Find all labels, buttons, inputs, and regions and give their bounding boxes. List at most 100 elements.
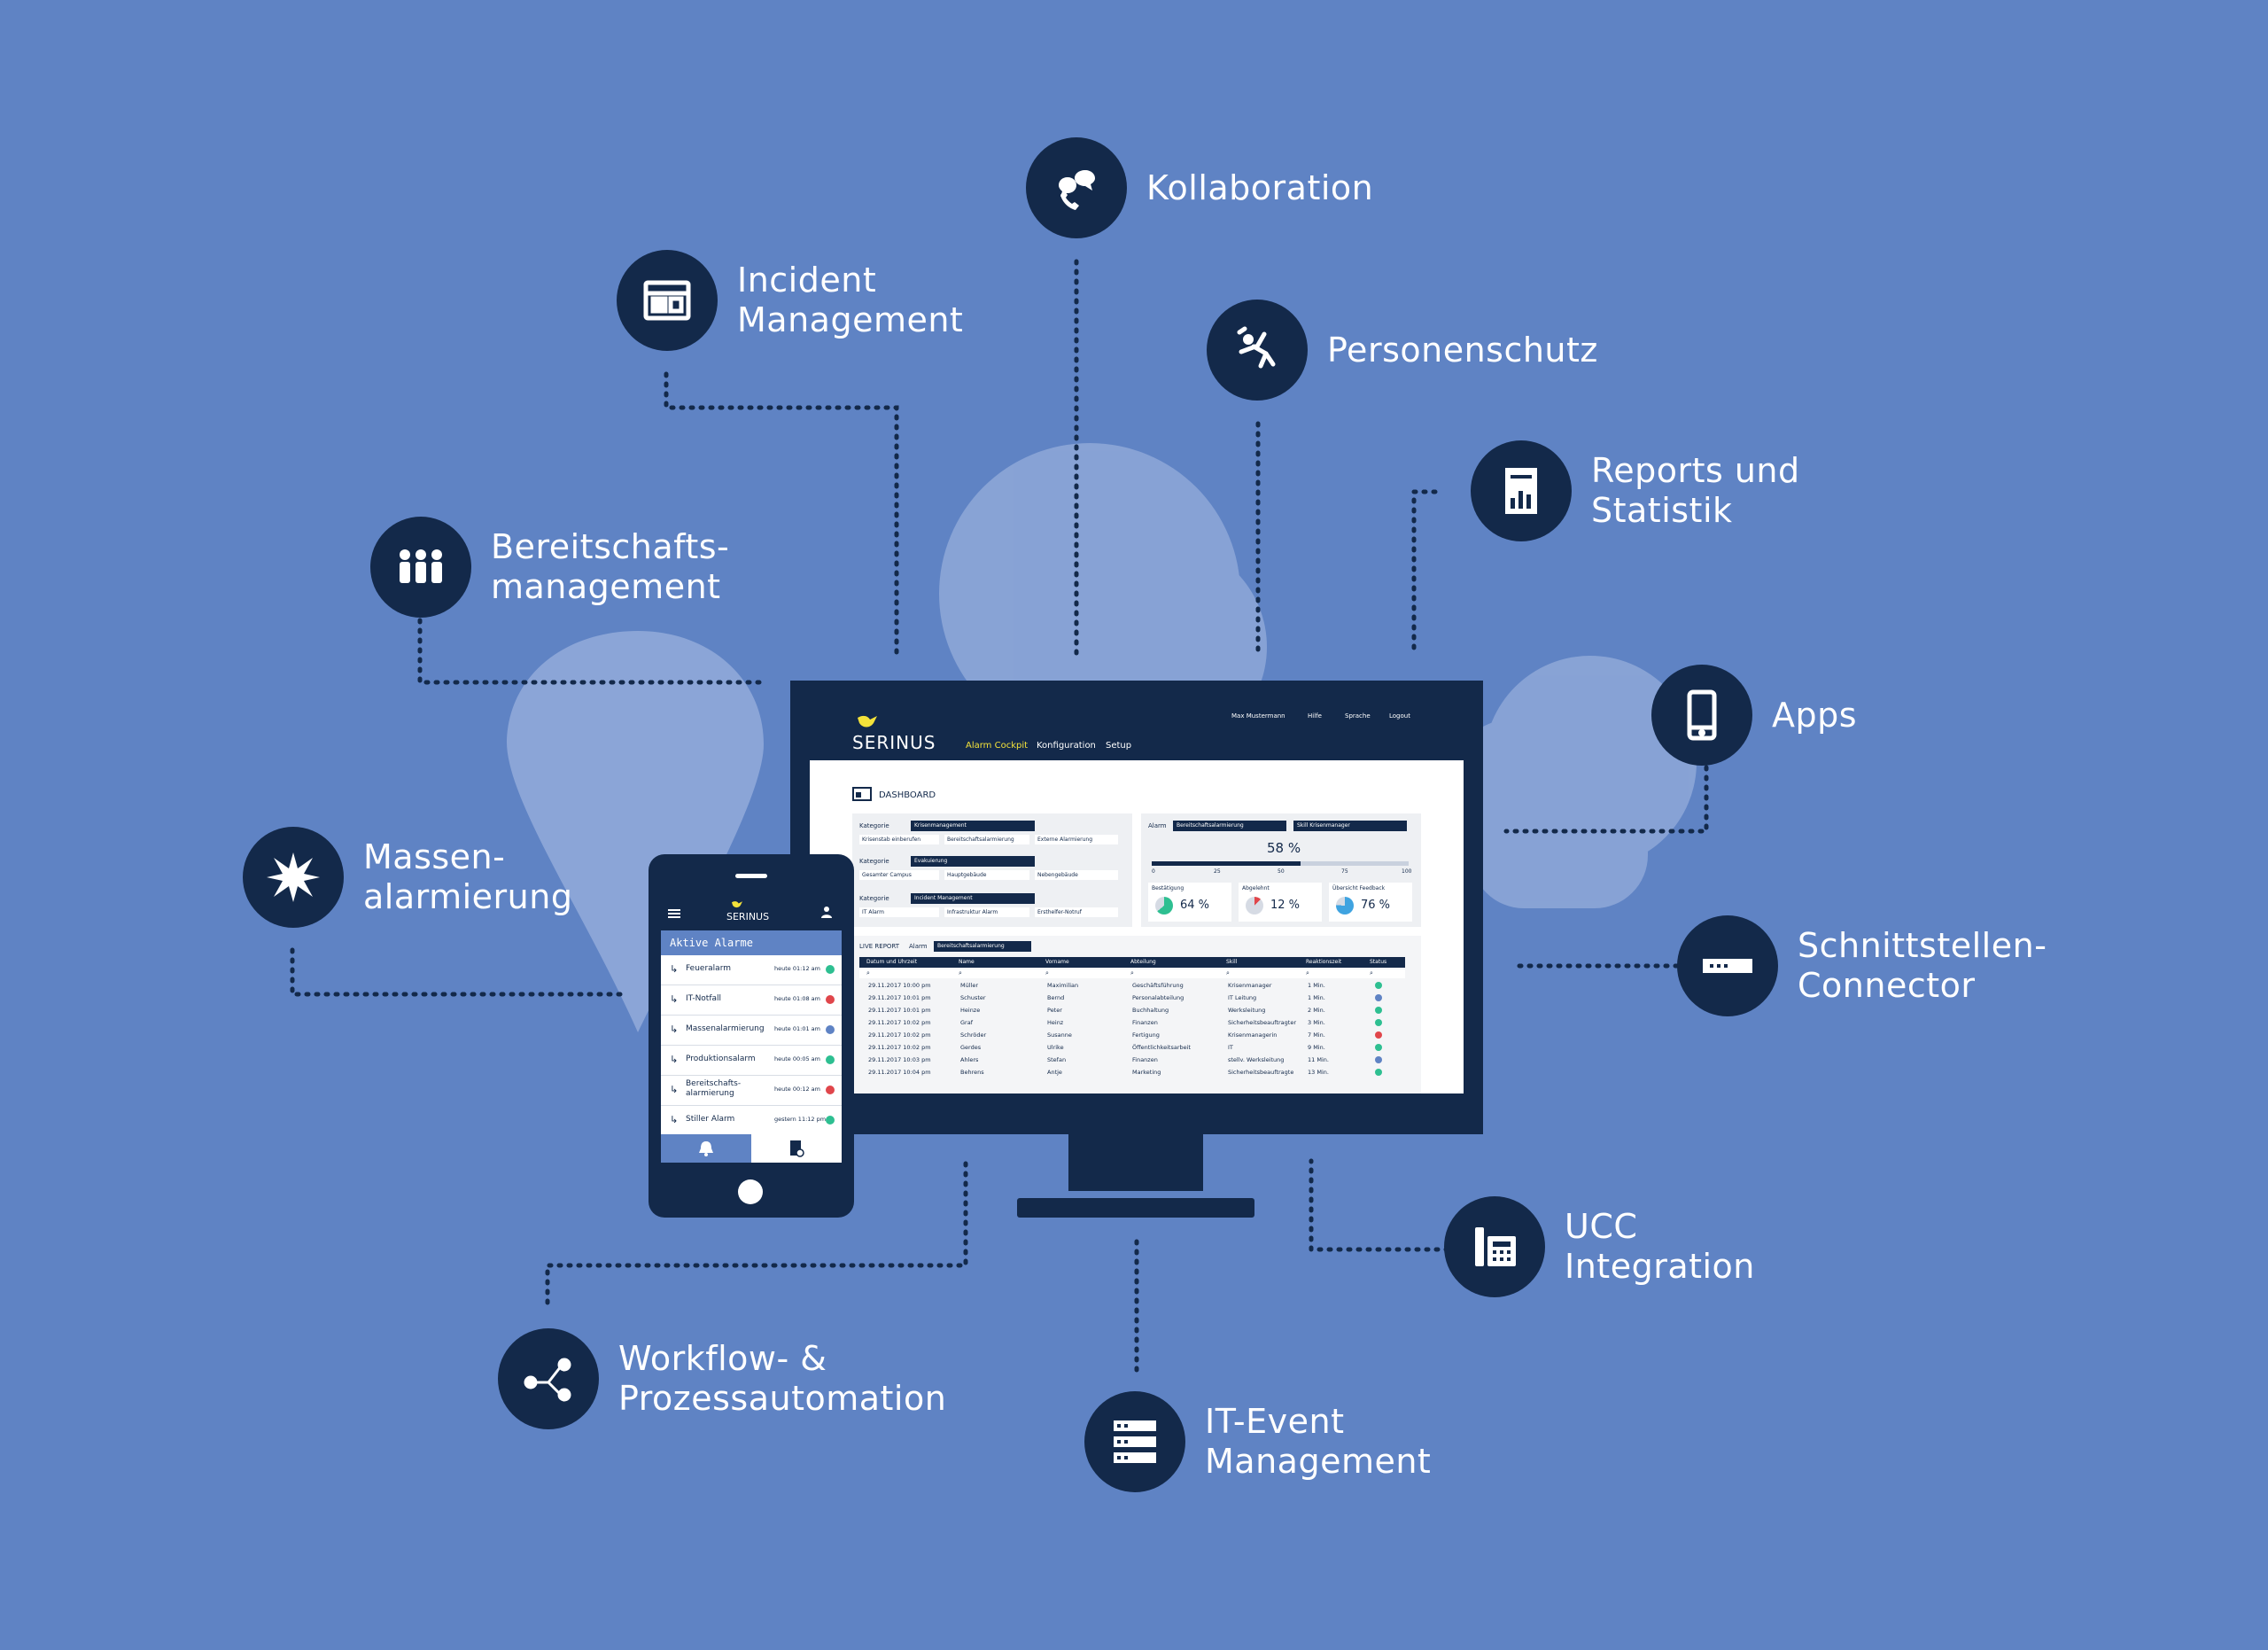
nav-konfiguration[interactable]: Konfiguration (1037, 741, 1096, 751)
nav-setup[interactable]: Setup (1106, 741, 1132, 751)
table-cell: Maximilian (1047, 982, 1079, 989)
filter-dropdown[interactable]: Evakuierung (911, 856, 1035, 867)
search-icon[interactable]: ⌕ (959, 969, 962, 977)
tab-history[interactable] (751, 1134, 842, 1163)
live-report-alarm-dropdown[interactable]: Bereitschaftsalarmierung (934, 941, 1031, 952)
user-icon[interactable] (820, 906, 833, 918)
filter-chip[interactable]: Hauptgebäude (944, 870, 1029, 880)
desktop-screen: SERINUS Alarm Cockpit Konfiguration Setu… (810, 702, 1464, 1094)
home-button[interactable] (738, 1179, 763, 1204)
filter-chip[interactable]: IT Alarm (859, 907, 939, 917)
scale-tick: 75 (1341, 868, 1348, 875)
dashboard-title: DASHBOARD (879, 790, 936, 800)
workflow-branch-icon (498, 1328, 599, 1429)
search-icon[interactable]: ⌕ (1045, 969, 1049, 977)
search-icon[interactable]: ⌕ (1226, 969, 1230, 977)
return-arrow-icon: ↳ (670, 1084, 679, 1095)
progress-label: 58 % (1267, 840, 1301, 856)
return-arrow-icon: ↳ (670, 1023, 679, 1035)
table-cell: 3 Min. (1308, 1019, 1325, 1026)
return-arrow-icon: ↳ (670, 963, 679, 975)
desk-phone-icon (1444, 1196, 1545, 1297)
status-dot (1375, 994, 1382, 1001)
filter-label: Kategorie (859, 895, 889, 902)
help-link[interactable]: Hilfe (1308, 712, 1322, 720)
table-cell: Stefan (1047, 1056, 1067, 1063)
filter-dropdown[interactable]: Krisenmanagement (911, 821, 1035, 831)
connector-lines (290, 259, 1709, 1373)
filter-chip[interactable]: Krisenstab einberufen (859, 835, 939, 844)
desktop-monitor: SERINUS Alarm Cockpit Konfiguration Setu… (790, 681, 1483, 1134)
filter-dropdown[interactable]: Incident Management (911, 893, 1035, 904)
search-icon[interactable]: ⌕ (1130, 969, 1134, 977)
filter-chip[interactable]: Bereitschaftsalarmierung (944, 835, 1029, 844)
server-rack-icon (1084, 1391, 1185, 1492)
tab-alarms[interactable] (661, 1134, 751, 1163)
people-group-icon (370, 517, 471, 618)
falling-person-icon (1207, 300, 1308, 401)
table-cell: Peter (1047, 1007, 1062, 1014)
skill-dropdown[interactable]: Skill Krisenmanager (1293, 821, 1407, 831)
search-icon[interactable]: ⌕ (1370, 969, 1373, 977)
phone-header: SERINUS (661, 895, 842, 930)
column-header[interactable]: Reaktionszeit (1306, 959, 1342, 965)
table-cell: Fertigung (1132, 1031, 1160, 1039)
alarm-status-dot (826, 1086, 835, 1094)
menu-icon[interactable] (668, 909, 680, 911)
column-header[interactable]: Skill (1226, 959, 1238, 965)
logout-link[interactable]: Logout (1389, 712, 1410, 720)
chat-phone-icon (1026, 137, 1127, 238)
column-header[interactable]: Vorname (1045, 959, 1069, 965)
phone-brand: SERINUS (726, 911, 770, 922)
filter-chip[interactable]: Externe Alarmierung (1035, 835, 1118, 844)
column-header[interactable]: Name (959, 959, 975, 965)
status-dot (1375, 1007, 1382, 1014)
feature-label-workflow: Workflow- &Prozessautomation (618, 1339, 947, 1418)
scale-tick: 0 (1152, 868, 1155, 875)
filter-chip[interactable]: Nebengebäude (1035, 870, 1118, 880)
column-header[interactable]: Abteilung (1130, 959, 1156, 965)
alarm-status-dot (826, 995, 835, 1004)
search-icon[interactable]: ⌕ (1306, 969, 1309, 977)
column-header[interactable]: Status (1370, 959, 1387, 965)
column-header[interactable]: Datum und Uhrzeit (866, 959, 918, 965)
dashboard-icon (852, 787, 872, 801)
nav-alarm-cockpit[interactable]: Alarm Cockpit (966, 741, 1029, 751)
table-cell: Gerdes (960, 1044, 982, 1051)
search-icon[interactable]: ⌕ (866, 969, 870, 977)
table-cell: Schuster (960, 994, 986, 1001)
language-menu[interactable]: Sprache (1345, 712, 1371, 720)
filter-chip[interactable]: Infrastruktur Alarm (944, 907, 1029, 917)
feature-label-personenschutz: Personenschutz (1327, 330, 1598, 370)
alarm-name: Massenalarmierung (686, 1024, 765, 1033)
filter-chip[interactable]: Gesamter Campus (859, 870, 939, 880)
alarm-dropdown[interactable]: Bereitschaftsalarmierung (1173, 821, 1286, 831)
table-cell: Heinz (1047, 1019, 1064, 1026)
table-cell: 11 Min. (1308, 1056, 1329, 1063)
table-cell: 29.11.2017 10:02 pm (868, 1031, 931, 1039)
user-name[interactable]: Max Mustermann (1231, 712, 1285, 720)
window-layout-icon (617, 250, 718, 351)
table-header: Datum und Uhrzeit Name Vorname Abteilung Ski… (859, 957, 1405, 968)
feature-schnittstellen-connector: Schnittstellen-Connector (1677, 915, 2047, 1016)
table-cell: Krisenmanager (1228, 982, 1272, 989)
feature-label-massen: Massen-alarmierung (363, 837, 573, 916)
filter-chip[interactable]: Ersthelfer-Notruf (1035, 907, 1118, 917)
